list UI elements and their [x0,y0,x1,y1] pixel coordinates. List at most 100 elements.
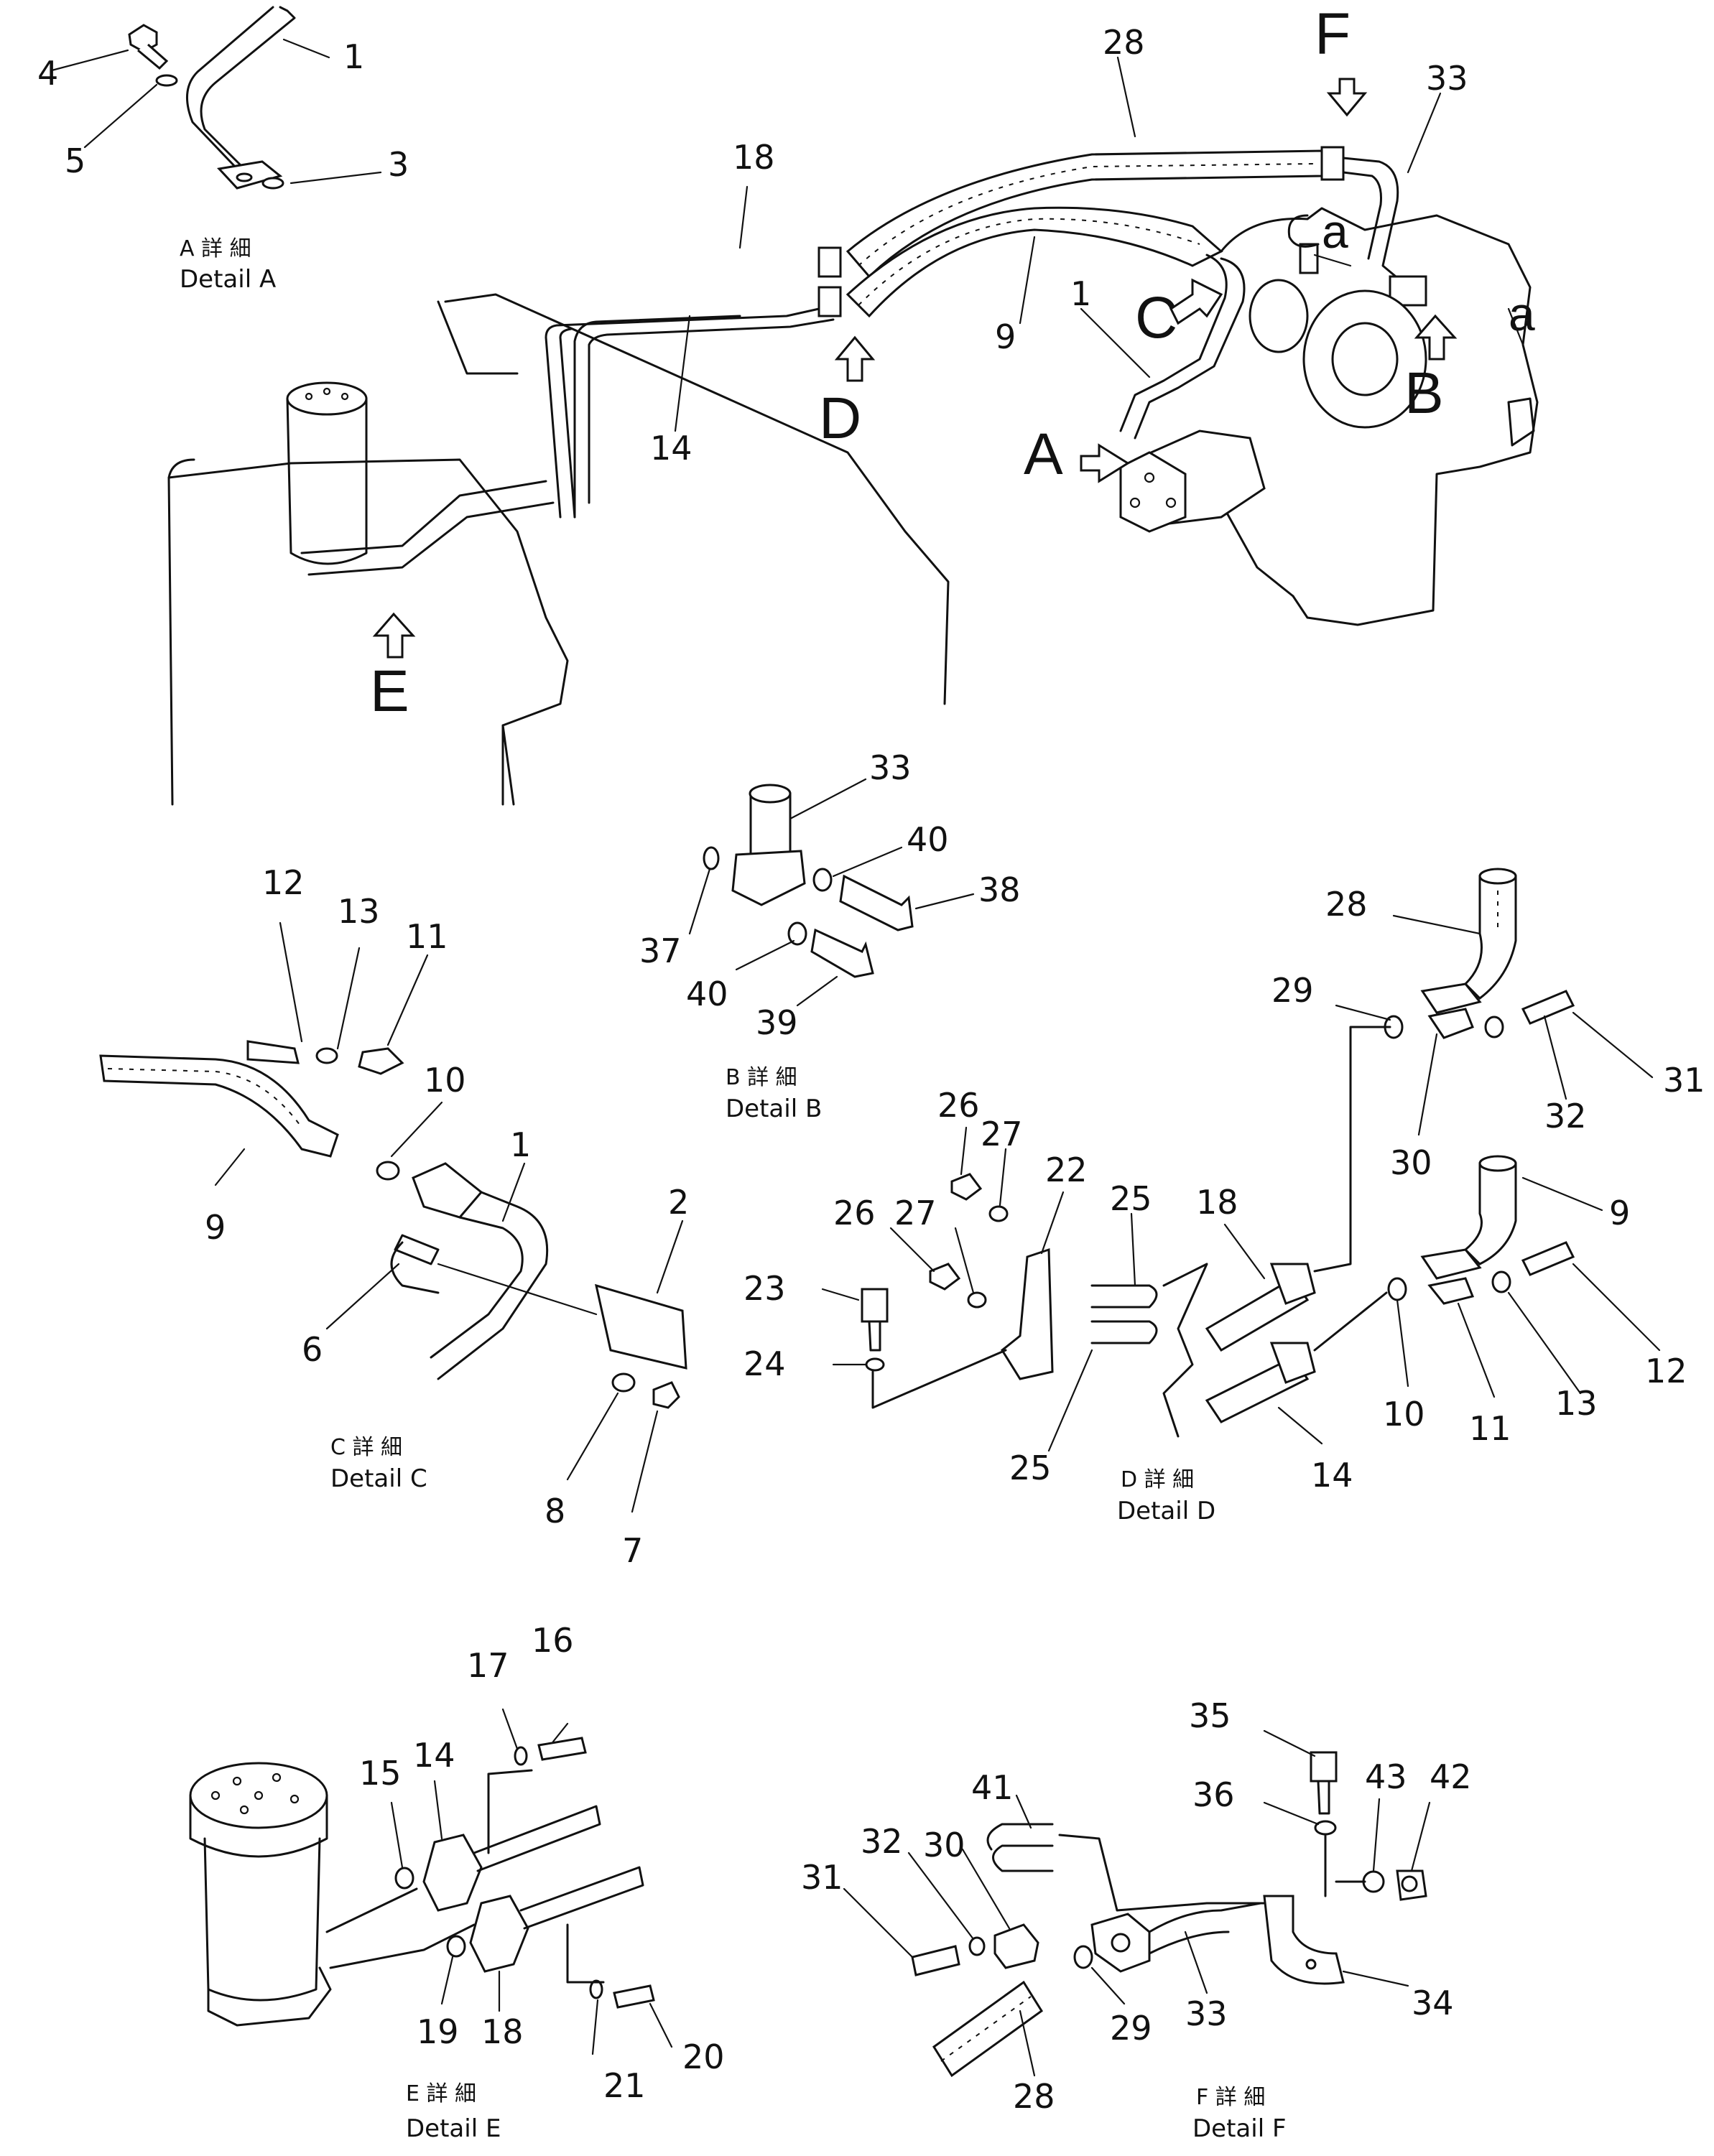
callout-31: 31 [1663,1061,1705,1100]
view-arrow-d [834,335,876,382]
detail-a-kanji: A 詳 細 [180,236,251,261]
callout-33: 33 [869,748,912,787]
callout-24: 24 [743,1344,786,1383]
callout-1: 1 [510,1125,531,1164]
detail-a: 4 5 1 3 A 詳 細 Detail A [37,6,409,294]
callout-1: 1 [343,37,364,76]
callout-43: 43 [1365,1757,1407,1796]
callout-20: 20 [682,2037,725,2076]
callout-36: 36 [1192,1775,1235,1814]
detail-e-kanji: E 詳 細 [406,2081,476,2106]
view-letter-e: E [370,659,409,724]
callout-22: 22 [1045,1151,1088,1189]
callout-9: 9 [1609,1194,1630,1232]
callout-15: 15 [359,1754,402,1793]
view-arrow-f [1326,78,1368,117]
callout-13: 13 [338,892,380,931]
callout-35: 35 [1189,1696,1231,1735]
detail-c-caption: Detail C [330,1464,427,1493]
callout-10: 10 [1383,1395,1425,1434]
callout-11: 11 [1469,1409,1511,1448]
callout-27: 27 [981,1115,1023,1153]
callout-3: 3 [388,145,409,184]
callout-28: 28 [1325,885,1368,924]
callout-18: 18 [481,2012,524,2051]
callout-39: 39 [756,1003,798,1042]
callout-4: 4 [37,54,58,93]
callout-32: 32 [861,1822,903,1861]
callout-12: 12 [262,863,305,902]
callout-25-b: 25 [1009,1449,1052,1487]
callout-41: 41 [971,1768,1014,1807]
callout-9: 9 [995,317,1016,356]
callout-32: 32 [1544,1097,1587,1135]
detail-d-kanji: D 詳 細 [1121,1467,1194,1492]
callout-33: 33 [1185,1994,1228,2033]
callout-7: 7 [622,1531,643,1570]
callout-18: 18 [1196,1183,1238,1222]
view-arrow-e [372,612,416,659]
callout-30: 30 [1390,1143,1432,1182]
callout-1-main: 1 [1070,274,1091,313]
detail-b-caption: Detail B [726,1095,822,1123]
detail-d: 28 29 31 32 30 9 26 27 22 26 27 25 18 23… [743,868,1705,1525]
callout-21: 21 [603,2066,646,2105]
view-letter-b: B [1404,361,1444,426]
callout-16: 16 [532,1621,574,1660]
callout-30: 30 [923,1826,965,1864]
callout-28: 28 [1103,23,1145,62]
callout-40: 40 [907,820,949,859]
callout-5: 5 [65,141,85,180]
callout-9: 9 [205,1208,226,1247]
view-letter-a-lower-1: a [1322,205,1348,258]
view-letter-a-lower-2: a [1509,287,1535,340]
callout-40-b: 40 [686,975,728,1013]
detail-f-kanji: F 詳 細 [1196,2085,1265,2110]
callout-42: 42 [1430,1757,1472,1796]
callout-8: 8 [545,1492,565,1530]
callout-18: 18 [733,138,775,177]
callout-6: 6 [302,1330,323,1369]
callout-38: 38 [978,870,1021,909]
callout-33: 33 [1426,59,1468,98]
callout-25: 25 [1110,1179,1152,1218]
callout-26: 26 [937,1086,980,1125]
view-arrow-c [1169,278,1223,325]
callout-28: 28 [1013,2077,1055,2116]
callout-29: 29 [1271,971,1314,1010]
callout-14: 14 [1311,1456,1353,1495]
view-letter-d: D [819,386,861,451]
callout-34: 34 [1412,1984,1454,2022]
main-assembly: 28 33 18 9 14 1 F C D A B E a a [167,1,1539,806]
callout-14: 14 [413,1736,455,1775]
detail-b-kanji: B 詳 細 [726,1065,797,1090]
callout-26-b: 26 [833,1194,876,1232]
callout-23: 23 [743,1269,786,1308]
view-letter-c: C [1135,285,1177,350]
detail-c: 12 13 11 10 1 2 9 6 8 7 C 詳 細 Detail C [99,863,689,1570]
detail-f-caption: Detail F [1192,2114,1287,2143]
detail-c-kanji: C 詳 細 [330,1435,402,1460]
view-arrow-a [1080,443,1130,483]
callout-11: 11 [406,917,448,956]
callout-31: 31 [801,1858,843,1897]
callout-37: 37 [639,931,682,970]
view-arrow-b [1414,314,1458,361]
view-letter-a: A [1024,422,1063,487]
callout-29: 29 [1110,2009,1152,2048]
detail-f: 41 35 30 32 43 42 36 31 29 33 34 28 F 詳 … [801,1696,1472,2143]
callout-2: 2 [668,1183,689,1222]
detail-a-caption: Detail A [180,265,276,294]
callout-14: 14 [650,429,692,468]
callout-13: 13 [1555,1384,1598,1423]
detail-e-caption: Detail E [406,2114,501,2143]
callout-12: 12 [1645,1352,1687,1390]
callout-27-b: 27 [894,1194,937,1232]
callout-17: 17 [467,1646,509,1685]
detail-d-caption: Detail D [1117,1497,1215,1525]
detail-e: 16 17 15 14 19 18 21 20 E 詳 細 Detail E [189,1621,725,2143]
callout-19: 19 [417,2012,459,2051]
view-letter-f: F [1315,1,1351,67]
callout-10: 10 [424,1061,466,1100]
